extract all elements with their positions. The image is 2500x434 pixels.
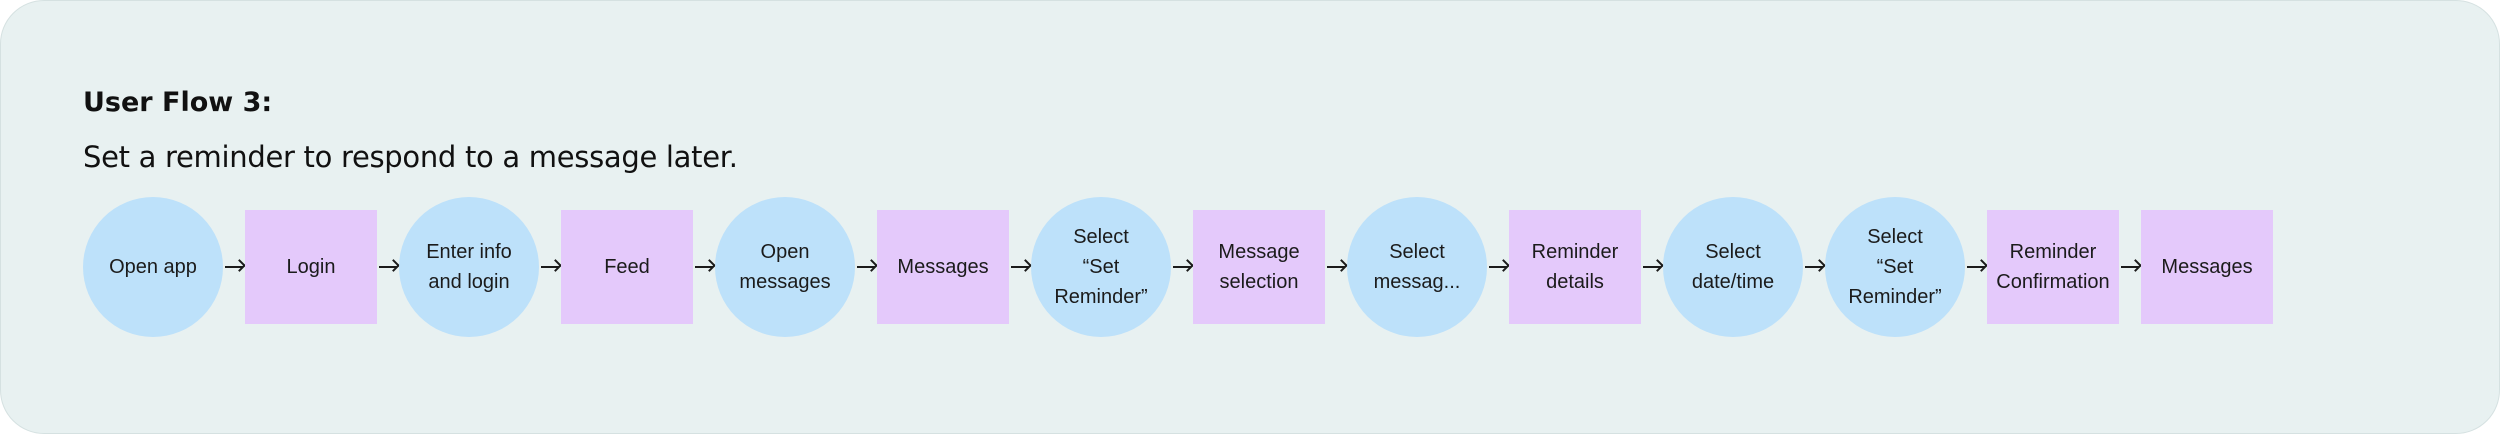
flow-arrow-9 — [1489, 266, 1507, 268]
flow-step-box-10: Reminder details — [1509, 210, 1641, 324]
flow-step-circle-7: Select “Set Reminder” — [1031, 197, 1171, 337]
flow-step-circle-11: Select date/time — [1663, 197, 1803, 337]
flow-step-circle-1: Open app — [83, 197, 223, 337]
flow-arrow-1 — [225, 266, 243, 268]
flow-step-box-14: Messages — [2141, 210, 2273, 324]
flow-step-circle-3: Enter info and login — [399, 197, 539, 337]
flow-arrow-11 — [1805, 266, 1823, 268]
flow-arrow-10 — [1643, 266, 1661, 268]
flow-arrow-6 — [1011, 266, 1029, 268]
flow-arrow-3 — [541, 266, 559, 268]
flow-step-circle-5: Open messages — [715, 197, 855, 337]
flow-step-box-6: Messages — [877, 210, 1009, 324]
flow-step-circle-9: Select messag... — [1347, 197, 1487, 337]
flow-step-box-13: Reminder Confirmation — [1987, 210, 2119, 324]
flow-step-circle-12: Select “Set Reminder” — [1825, 197, 1965, 337]
flow-arrow-4 — [695, 266, 713, 268]
flow-subtitle: Set a reminder to respond to a message l… — [83, 140, 738, 174]
flow-step-box-4: Feed — [561, 210, 693, 324]
flow-arrow-12 — [1967, 266, 1985, 268]
flow-step-box-2: Login — [245, 210, 377, 324]
flow-title: User Flow 3: — [83, 87, 273, 118]
flow-step-box-8: Message selection — [1193, 210, 1325, 324]
flow-arrow-5 — [857, 266, 875, 268]
flow-arrow-7 — [1173, 266, 1191, 268]
flow-arrow-13 — [2121, 266, 2139, 268]
flow-arrow-8 — [1327, 266, 1345, 268]
flow-arrow-2 — [379, 266, 397, 268]
